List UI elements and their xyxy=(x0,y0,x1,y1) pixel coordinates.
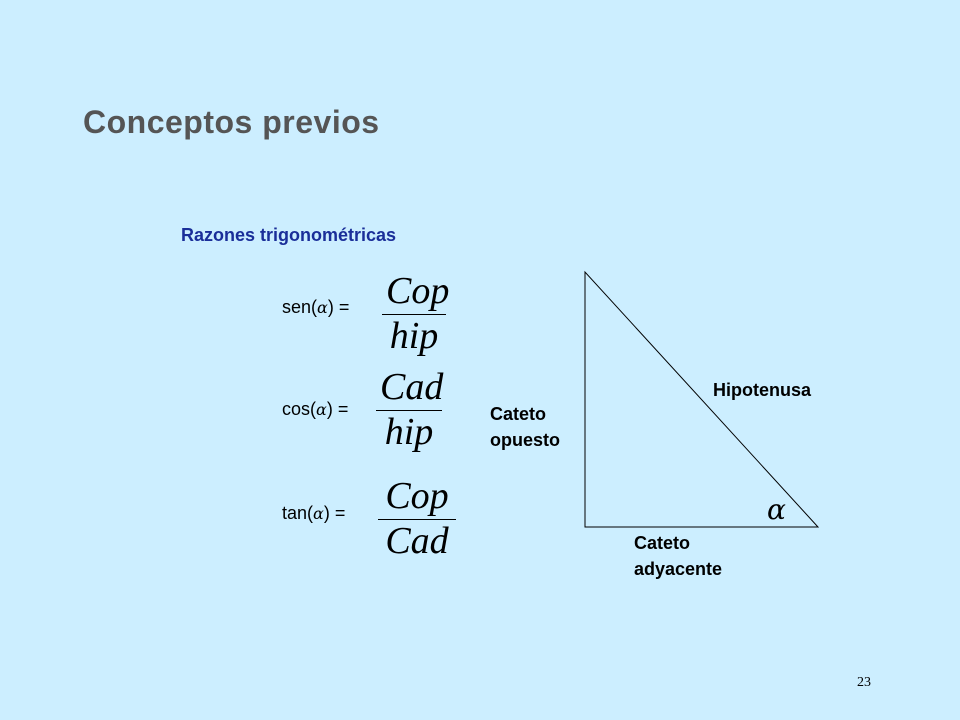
page-number: 23 xyxy=(857,675,871,690)
tangent-fn-label: tan( xyxy=(282,503,314,523)
alpha-symbol: α xyxy=(317,298,328,317)
adjacent-leg-label: Cateto adyacente xyxy=(634,530,722,582)
sine-denominator: hip xyxy=(389,315,439,357)
alpha-symbol: α xyxy=(313,504,324,523)
fraction-bar xyxy=(376,410,442,411)
adjacent-label-line2: adyacente xyxy=(634,559,723,579)
opposite-label-line1: Cateto xyxy=(490,404,547,424)
sine-fraction: Cop hip xyxy=(382,270,450,357)
slide-title: Conceptos previos xyxy=(83,104,380,140)
sine-fn-label: sen( xyxy=(282,297,318,317)
cosine-fraction: Cad hip xyxy=(376,366,444,453)
tangent-lhs: tan(α) = xyxy=(282,503,345,524)
sine-lhs: sen(α) = xyxy=(282,297,349,318)
cosine-equals: ) = xyxy=(326,399,349,419)
adjacent-label-line1: Cateto xyxy=(634,533,691,553)
sine-equals: ) = xyxy=(327,297,350,317)
cosine-denominator: hip xyxy=(384,411,434,453)
subtitle: Razones trigonométricas xyxy=(181,225,397,245)
tangent-numerator: Cop xyxy=(385,475,449,517)
tangent-denominator: Cad xyxy=(385,520,449,562)
cosine-fn-label: cos( xyxy=(282,399,317,419)
hypotenuse-label: Hipotenusa xyxy=(713,380,812,400)
opposite-label-line2: opuesto xyxy=(490,430,560,450)
sine-numerator: Cop xyxy=(386,270,450,312)
opposite-leg-label: Cateto opuesto xyxy=(490,401,560,453)
fraction-bar xyxy=(382,314,446,315)
cosine-numerator: Cad xyxy=(380,366,444,408)
triangle-outline xyxy=(584,270,820,528)
alpha-symbol: α xyxy=(316,400,327,419)
fraction-bar xyxy=(378,519,456,520)
tangent-fraction: Cop Cad xyxy=(378,477,456,560)
angle-alpha-symbol: α xyxy=(767,493,786,526)
cosine-lhs: cos(α) = xyxy=(282,399,348,420)
tangent-equals: ) = xyxy=(323,503,346,523)
